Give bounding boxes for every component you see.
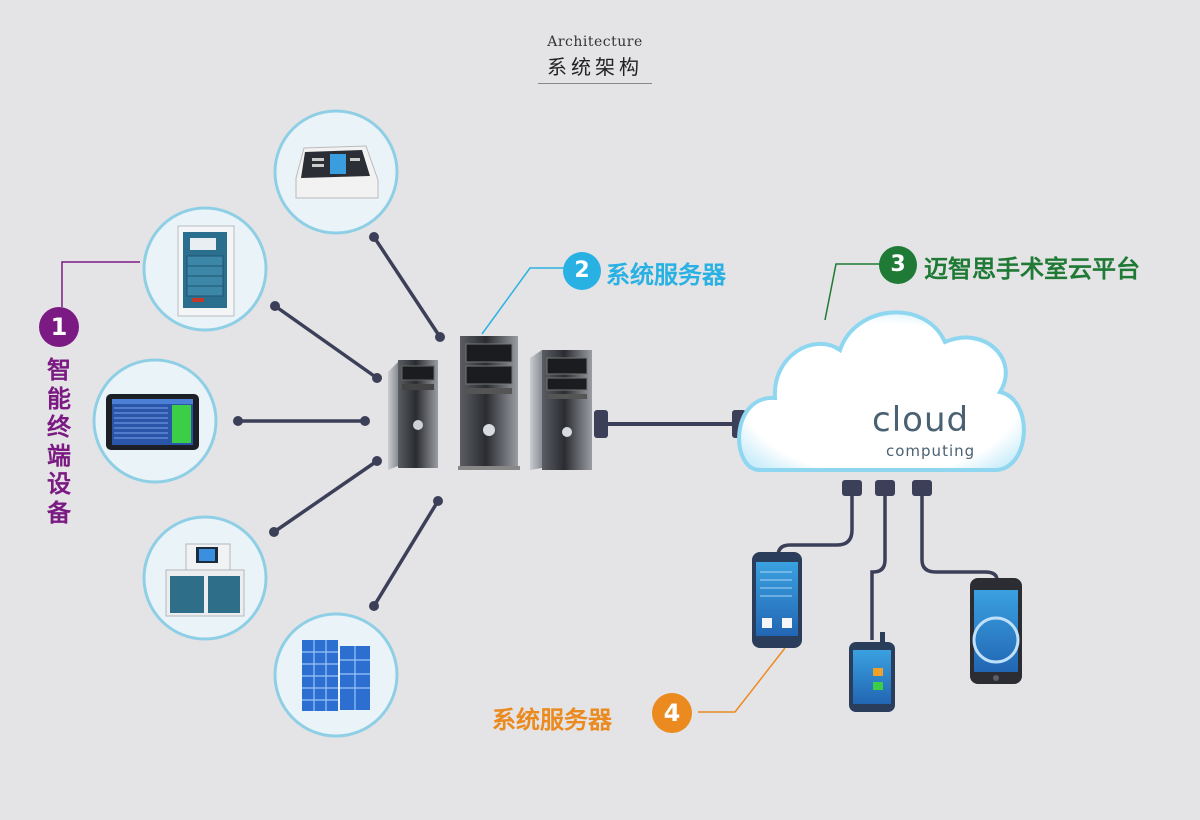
cloud-badge: 3 — [879, 246, 917, 284]
tablet-phone-icon — [970, 578, 1022, 684]
tablet-dashboard-icon — [106, 394, 199, 450]
connector-dot — [233, 416, 243, 426]
cloud-label-sub: computing — [886, 442, 976, 460]
terminals-badge: 1 — [39, 307, 79, 347]
terminals-leader-line — [61, 261, 140, 307]
smartphone-icon — [752, 552, 802, 648]
device-dispenser — [142, 515, 268, 641]
connector-line — [273, 304, 379, 380]
server-towers-icon — [388, 336, 592, 470]
title-chinese: 系统架构 — [547, 55, 643, 79]
device-tablet — [92, 358, 218, 484]
cloud-leader-line — [824, 263, 880, 321]
server-label: 系统服务器 — [606, 261, 726, 289]
cloud-platform-label: 迈智思手术室云平台 — [924, 255, 1140, 283]
connector-dot — [372, 456, 382, 466]
dispenser-machine-icon — [165, 543, 245, 617]
title-underline — [538, 83, 652, 84]
connector-dot — [433, 496, 443, 506]
cloud-label-main: cloud — [872, 400, 970, 440]
server-leader-line — [481, 267, 566, 335]
connector-dot — [369, 601, 379, 611]
server-badge: 2 — [563, 252, 601, 290]
connector-dot — [435, 332, 445, 342]
cabinet-terminal-icon — [177, 225, 235, 317]
connector-dot — [360, 416, 370, 426]
cloud-phone-connectors — [776, 492, 999, 640]
connector-dot — [372, 373, 382, 383]
page-header: Architecture 系统架构 — [500, 34, 690, 84]
locker-cabinet-icon — [302, 640, 370, 711]
mobile-label: 系统服务器 — [492, 706, 612, 734]
mobile-badge: 4 — [652, 693, 692, 733]
device-face-terminal — [273, 109, 399, 235]
connector-dot — [269, 527, 279, 537]
mobile-leader-line — [698, 647, 786, 713]
connector-line — [372, 236, 442, 338]
title-english: Architecture — [547, 34, 643, 50]
connector-dot — [270, 301, 280, 311]
server-cloud-connector — [594, 410, 746, 438]
connector-line — [372, 500, 440, 607]
device-connectors — [238, 236, 442, 607]
device-cabinet-terminal — [142, 206, 268, 332]
connector-line — [273, 459, 378, 534]
connector-dot — [369, 232, 379, 242]
terminals-label: 智能终端设备 — [47, 356, 71, 527]
device-locker — [273, 612, 399, 738]
cloud-ports — [842, 480, 932, 496]
cloud-platform-icon — [737, 310, 1026, 472]
handheld-terminal-icon — [849, 632, 895, 712]
face-recognition-terminal-icon — [295, 145, 379, 199]
connector-endpoints — [233, 232, 445, 611]
